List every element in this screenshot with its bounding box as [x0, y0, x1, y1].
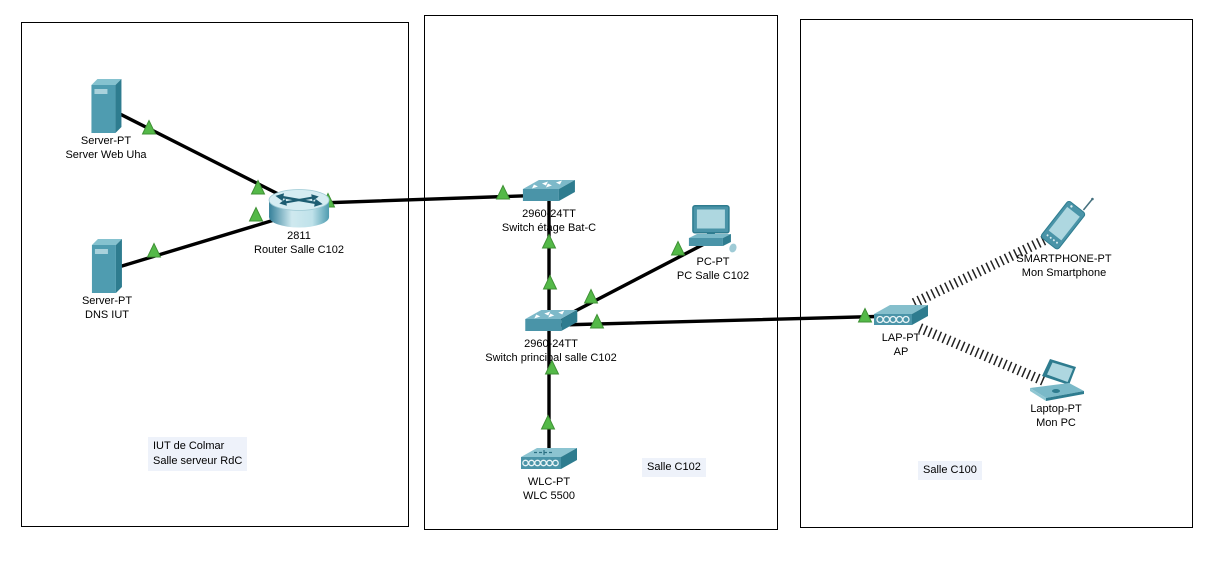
device-laptop[interactable]: Laptop-PT Mon PC: [1023, 358, 1089, 430]
access-point-icon: [874, 305, 928, 325]
device-router[interactable]: 2811 Router Salle C102: [254, 185, 344, 257]
device-name-label: DNS IUT: [85, 309, 129, 321]
server-icon: [90, 79, 121, 133]
device-model-label: 2811: [287, 230, 311, 242]
device-model-label: 2960-24TT: [522, 208, 576, 220]
device-name-label: Switch principal salle C102: [485, 352, 617, 364]
note-salle-serveur: IUT de Colmar Salle serveur RdC: [148, 437, 248, 471]
link-status-arrow: [670, 240, 686, 256]
link-status-arrow: [248, 206, 264, 222]
link-status-arrow: [540, 414, 556, 430]
device-model-label: WLC-PT: [527, 476, 571, 488]
device-name-label: PC Salle C102: [676, 270, 750, 282]
switch-icon: [523, 180, 575, 201]
device-name-label: Server Web Uha: [65, 149, 147, 161]
device-model-label: PC-PT: [696, 256, 730, 268]
device-wlc[interactable]: WLC-PT WLC 5500: [520, 445, 578, 503]
note-salle-c100: Salle C100: [918, 461, 982, 480]
note-line: Salle serveur RdC: [153, 455, 243, 467]
device-model-label: SMARTPHONE-PT: [1016, 253, 1112, 265]
device-model-label: Laptop-PT: [1030, 403, 1082, 415]
note-line: Salle C100: [923, 464, 977, 476]
link-status-arrow: [146, 242, 162, 258]
cable-router-switchetage[interactable]: [318, 193, 550, 205]
cable-switchprincipal-ap[interactable]: [558, 314, 897, 327]
device-name-label: Switch étage Bat-C: [501, 222, 597, 234]
device-model-label: Server-PT: [81, 295, 133, 307]
router-icon: [268, 189, 330, 228]
zone-box-salle-c102: [424, 15, 778, 530]
device-pc[interactable]: PC-PT PC Salle C102: [677, 205, 749, 283]
device-name-label: Mon PC: [1036, 417, 1076, 429]
note-salle-c102: Salle C102: [642, 458, 706, 477]
switch-icon: [524, 310, 577, 331]
wlc-icon: [521, 448, 577, 469]
note-line: Salle C102: [647, 461, 701, 473]
link-status-arrow: [589, 313, 605, 329]
link-status-arrow: [495, 184, 511, 200]
link-status-arrow: [857, 307, 873, 323]
wireless-link-ap-smartphone[interactable]: [911, 231, 1056, 308]
device-model-label: 2960-24TT: [524, 338, 578, 350]
device-ap[interactable]: LAP-PT AP: [873, 303, 929, 359]
device-name-label: Router Salle C102: [254, 244, 344, 256]
device-name-label: Mon Smartphone: [1021, 267, 1107, 279]
link-status-arrow: [541, 233, 557, 249]
device-server-web[interactable]: Server-PT Server Web Uha: [65, 76, 147, 162]
link-status-arrow: [250, 179, 266, 195]
device-model-label: Server-PT: [80, 135, 132, 147]
link-status-arrows: [141, 119, 873, 430]
zone-box-salle-c100: [800, 19, 1193, 528]
device-name-label: WLC 5500: [523, 490, 575, 502]
laptop-icon: [1030, 359, 1084, 401]
device-model-label: LAP-PT: [881, 332, 921, 344]
wireless-links: [911, 231, 1056, 387]
wired-links: [118, 112, 897, 464]
device-name-label: AP: [893, 346, 909, 358]
link-status-arrow: [141, 119, 157, 135]
note-line: IUT de Colmar: [153, 440, 225, 452]
server-icon: [92, 239, 122, 293]
pc-icon: [689, 205, 737, 253]
zone-box-salle-serveur: [21, 22, 409, 527]
link-status-arrow: [583, 288, 599, 304]
device-server-dns[interactable]: Server-PT DNS IUT: [82, 236, 132, 322]
device-switch-principal[interactable]: 2960-24TT Switch principal salle C102: [485, 307, 617, 365]
link-status-arrow: [544, 359, 560, 375]
smartphone-icon: [1040, 197, 1094, 250]
device-switch-etage[interactable]: 2960-24TT Switch étage Bat-C: [502, 177, 596, 235]
link-status-arrow: [542, 274, 558, 290]
device-smartphone[interactable]: SMARTPHONE-PT Mon Smartphone: [1016, 194, 1112, 280]
